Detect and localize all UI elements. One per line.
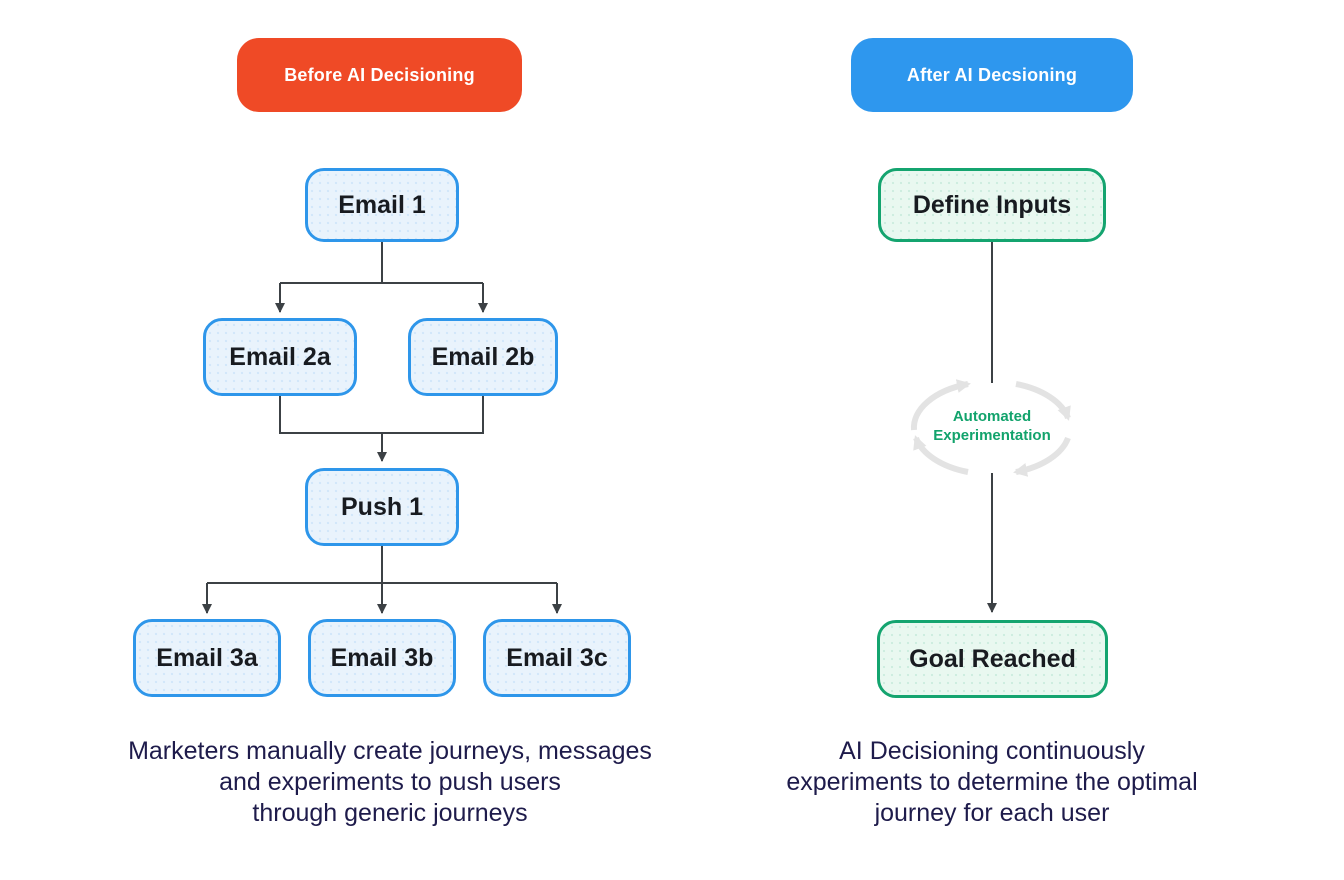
badge-after-ai-decisioning: After AI Decsioning	[851, 38, 1133, 112]
node-define-inputs: Define Inputs	[878, 168, 1106, 242]
cycle-arc-top-right	[1015, 381, 1071, 421]
node-email-1: Email 1	[305, 168, 459, 242]
node-push-1: Push 1	[305, 468, 459, 546]
caption-before-ai: Marketers manually create journeys, mess…	[102, 736, 678, 829]
cycle-arc-bottom-left	[913, 435, 969, 475]
cycle-arc-top-left	[910, 379, 971, 431]
node-goal-reached: Goal Reached	[877, 620, 1108, 698]
cycle-label-line1: Automated	[952, 408, 1032, 425]
node-email-2b: Email 2b	[408, 318, 558, 396]
caption-line: and experiments to push users	[219, 768, 561, 796]
caption-line: experiments to determine the optimal	[786, 768, 1198, 796]
badge-before-ai-decisioning: Before AI Decisioning	[237, 38, 522, 112]
node-email-2a: Email 2a	[203, 318, 357, 396]
automated-experimentation-loop-icon	[910, 379, 1071, 477]
cycle-arc-bottom-right	[1013, 436, 1071, 477]
left-flow-connectors	[202, 242, 562, 614]
caption-line: through generic journeys	[252, 799, 528, 827]
caption-line: AI Decisioning continuously	[839, 737, 1145, 765]
node-email-3b: Email 3b	[308, 619, 456, 697]
node-email-3a: Email 3a	[133, 619, 281, 697]
caption-line: Marketers manually create journeys, mess…	[128, 737, 652, 765]
cycle-label-line2: Experimentation	[933, 427, 1051, 444]
caption-after-ai: AI Decisioning continuously experiments …	[742, 736, 1242, 829]
automated-experimentation-label: Automated Experimentation	[912, 407, 1072, 445]
caption-line: journey for each user	[874, 799, 1110, 827]
node-email-3c: Email 3c	[483, 619, 631, 697]
